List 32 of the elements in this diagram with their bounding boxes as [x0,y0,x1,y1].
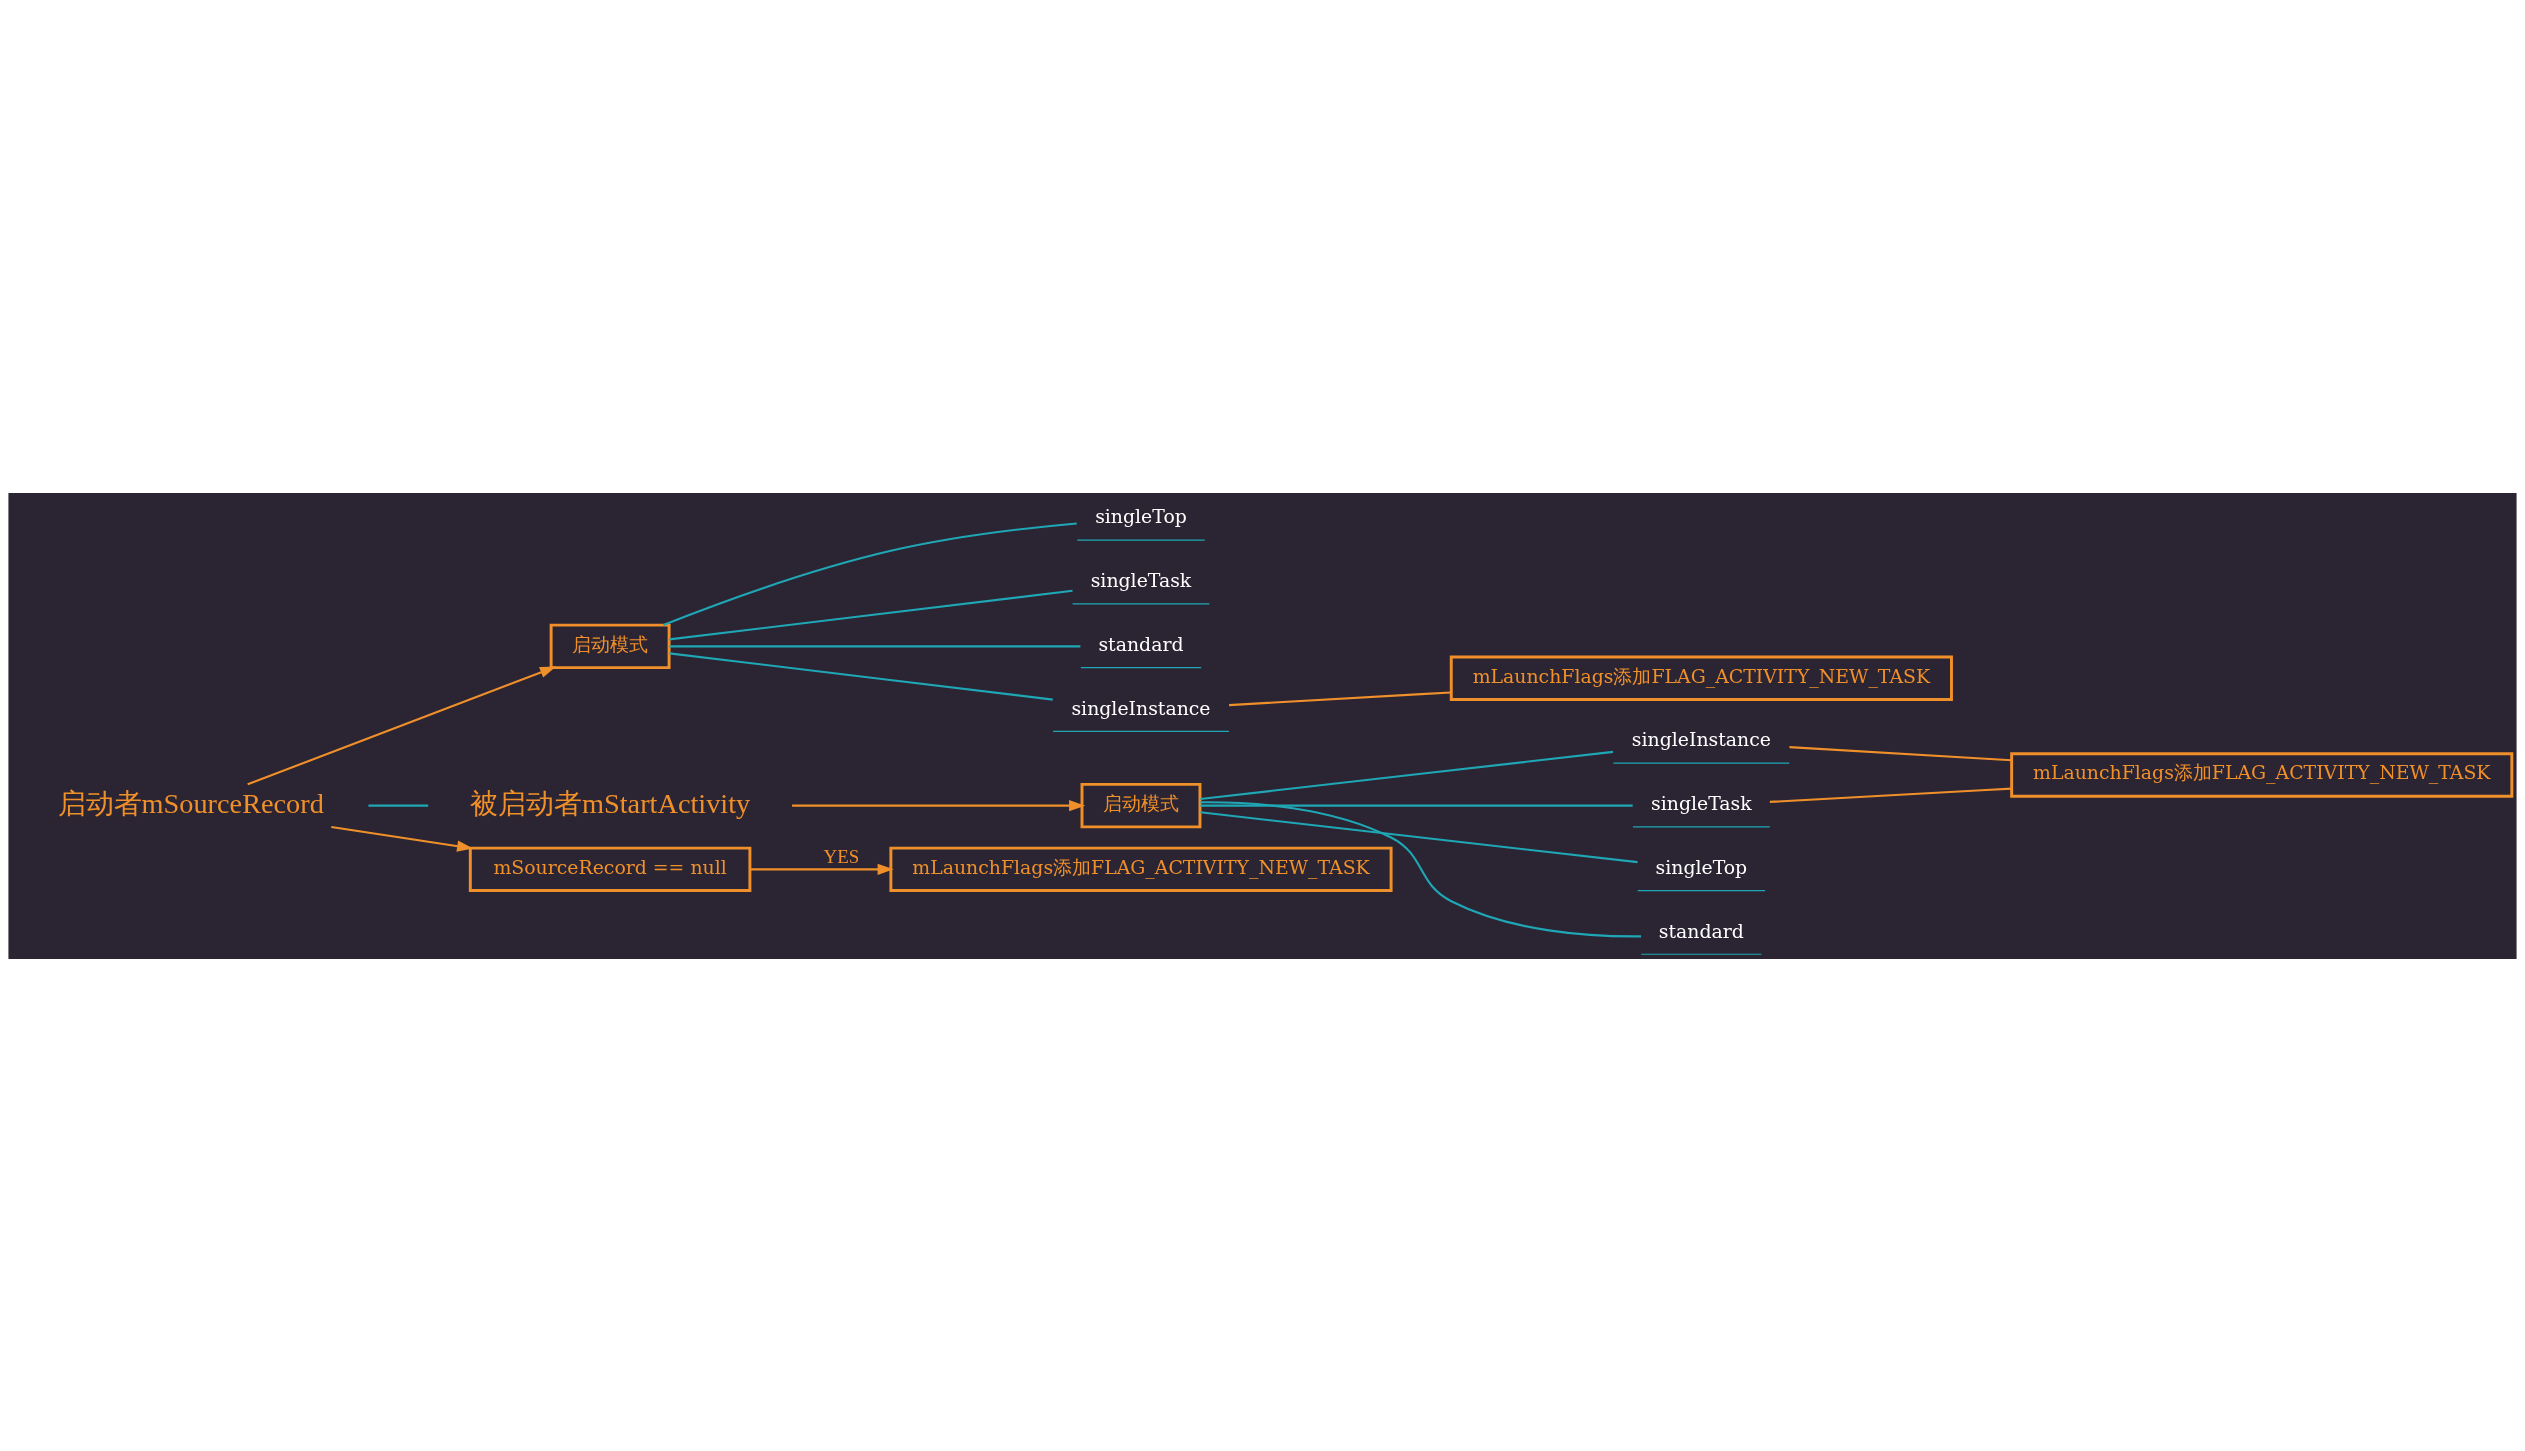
connector [1789,745,2012,761]
edge-label: YES [823,845,860,867]
node-text: singleInstance [1071,696,1211,719]
node-text: standard [1658,919,1744,942]
arrow [792,799,1086,811]
node-text: singleTop [1095,504,1187,527]
connector [1229,690,1452,706]
node-box: 启动模式 [1080,782,1202,828]
node-box: mSourceRecord == null [468,846,752,892]
connector [669,644,1081,647]
node-text: 被启动者mStartActivity [470,787,751,819]
node-text: singleTask [1651,791,1752,814]
node-box: 启动模式 [549,623,671,669]
node-text: singleTop [1655,855,1748,878]
connector [663,521,1077,626]
node-box: mLaunchFlags添加FLAG_ACTIVITY_NEW_TASK [1449,655,1953,701]
node-text: singleInstance [1631,727,1771,750]
connector [1200,750,1614,800]
connector [1200,810,1638,863]
connector [1200,804,1633,807]
arrow [750,863,894,875]
connector [669,589,1073,640]
node-text: singleTask [1090,568,1192,591]
arrow [247,666,557,785]
node-text: standard [1098,632,1184,655]
node-box: mLaunchFlags添加FLAG_ACTIVITY_NEW_TASK [889,846,1393,892]
connector [368,804,429,807]
node-text: 启动者mSourceRecord [57,787,324,819]
connector [1769,787,2012,803]
connector [669,651,1053,701]
node-box: mLaunchFlags添加FLAG_ACTIVITY_NEW_TASK [2010,751,2514,798]
connector [1200,800,1642,937]
